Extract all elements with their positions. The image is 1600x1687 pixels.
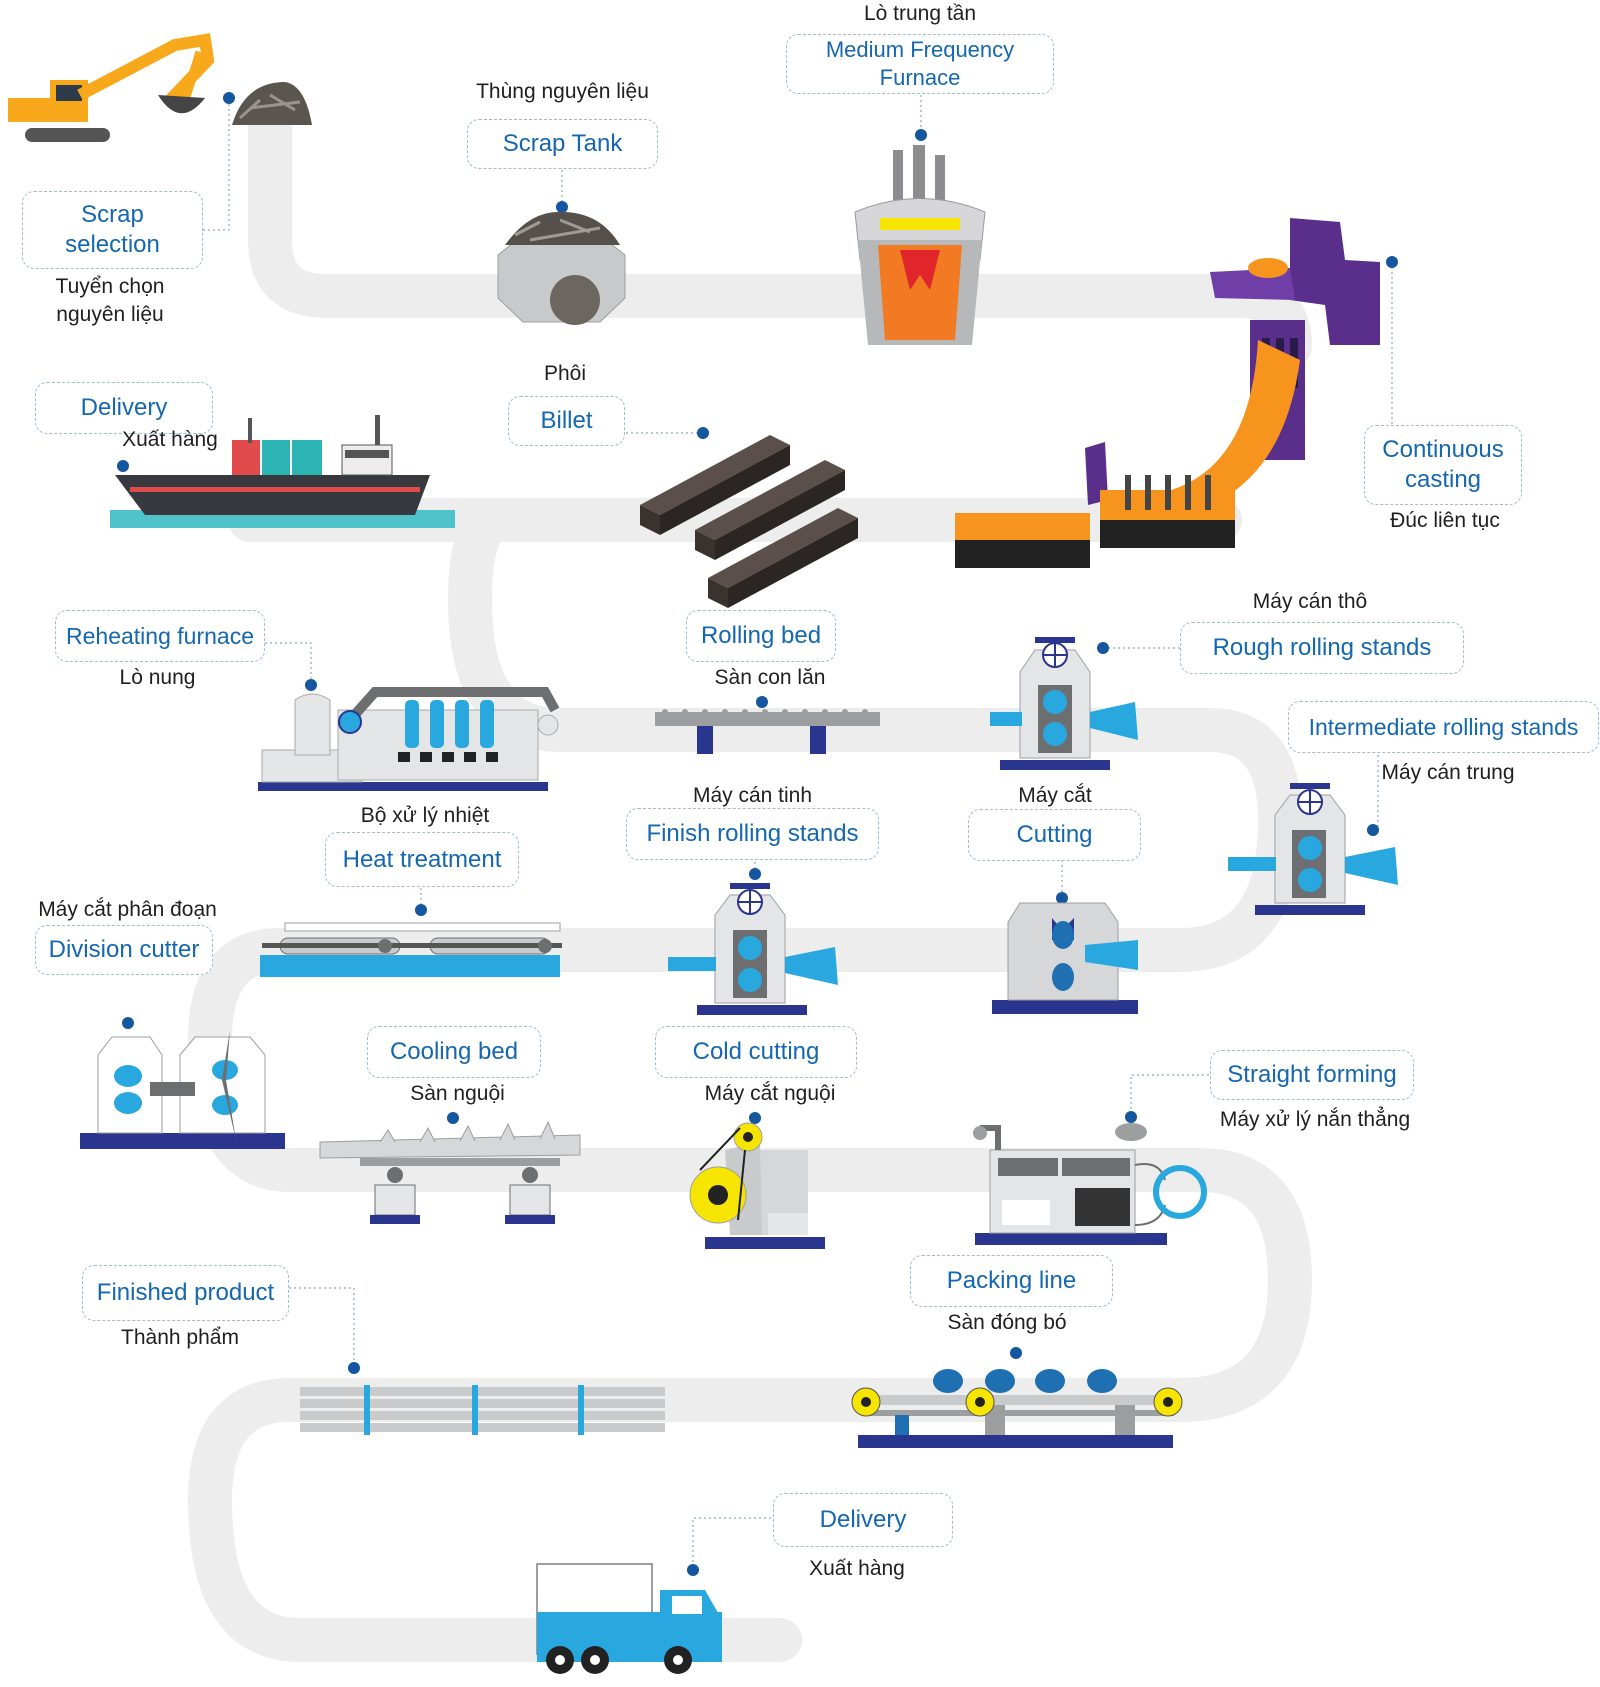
finished-bars-icon <box>300 1385 665 1435</box>
vn-cold-cutting: Máy cắt nguội <box>704 1082 836 1105</box>
label-packing-line: Packing line <box>910 1255 1113 1307</box>
rolling-stand-icon <box>668 883 838 1015</box>
label-cutting: Cutting <box>968 809 1141 861</box>
label-delivery-truck: Delivery <box>773 1493 953 1547</box>
label-reheating: Reheating furnace <box>55 610 265 662</box>
label-cooling-bed: Cooling bed <box>367 1026 541 1078</box>
vn-division-cutter: Máy cắt phân đoạn <box>38 898 217 921</box>
label-scrap-tank: Scrap Tank <box>467 119 658 169</box>
division-cutter-icon <box>80 1030 285 1149</box>
cooling-bed-icon <box>319 1120 581 1224</box>
label-intermediate-rolling: Intermediate rolling stands <box>1288 701 1599 753</box>
vn-delivery-truck: Xuất hàng <box>809 1557 905 1580</box>
vn-delivery-ship: Xuất hàng <box>122 428 218 451</box>
label-scrap-selection: Scrap selection <box>22 191 203 269</box>
rolling-stand-icon <box>990 637 1138 770</box>
label-rough-rolling: Rough rolling stands <box>1180 622 1464 674</box>
reheating-furnace-icon <box>258 687 560 791</box>
label-straight-forming: Straight forming <box>1210 1050 1414 1100</box>
cold-cutting-icon <box>689 1122 825 1249</box>
label-continuous-casting: Continuous casting <box>1364 425 1522 505</box>
straightener-icon <box>973 1123 1207 1245</box>
scrap-pile-icon <box>232 82 312 125</box>
scrap-tank-icon <box>497 211 626 325</box>
billet-icon <box>640 435 858 608</box>
heat-treatment-icon <box>260 922 562 977</box>
caster-icon <box>955 218 1380 568</box>
vn-reheating: Lò nung <box>119 666 196 689</box>
vn-rough-rolling: Máy cán thô <box>1252 590 1368 613</box>
label-heat-treatment: Heat treatment <box>325 832 519 887</box>
label-cold-cutting: Cold cutting <box>655 1026 857 1078</box>
vn-heat-treatment: Bộ xử lý nhiệt <box>360 804 490 827</box>
ship-icon <box>110 415 455 528</box>
vn-straight-forming: Máy xử lý nắn thẳng <box>1219 1108 1411 1131</box>
vn-finished-product: Thành phẩm <box>121 1326 239 1349</box>
rolling-bed-icon <box>655 709 880 754</box>
vn-packing-line: Sàn đóng bó <box>947 1311 1067 1334</box>
truck-icon <box>536 1563 722 1674</box>
packing-line-icon <box>851 1369 1183 1448</box>
vn-continuous-casting: Đúc liên tục <box>1390 509 1500 532</box>
label-rolling-bed: Rolling bed <box>686 610 836 662</box>
label-delivery-ship: Delivery <box>35 382 213 434</box>
vn-cooling-bed: Sàn nguội <box>410 1082 505 1105</box>
label-finished-product: Finished product <box>82 1265 289 1321</box>
rolling-stand-icon <box>1228 783 1398 915</box>
label-finish-rolling: Finish rolling stands <box>626 808 879 860</box>
label-billet: Billet <box>508 396 625 446</box>
cutter-icon <box>992 902 1138 1014</box>
vn-cutting: Máy cắt <box>1018 784 1092 807</box>
connector-dots <box>117 92 1398 1576</box>
vn-intermediate-rolling: Máy cán trung <box>1381 761 1515 784</box>
vn-finish-rolling: Máy cán tinh <box>692 784 813 807</box>
furnace-icon <box>854 145 986 345</box>
leader-lines <box>203 95 1393 1570</box>
excavator-icon <box>8 33 215 142</box>
vn-billet: Phôi <box>543 362 587 385</box>
vn-furnace: Lò trung tần <box>863 2 977 25</box>
label-furnace: Medium Frequency Furnace <box>786 34 1054 94</box>
vn-scrap-tank: Thùng nguyên liệu <box>476 80 649 103</box>
label-division-cutter: Division cutter <box>35 925 213 975</box>
vn-rolling-bed: Sàn con lăn <box>714 666 826 689</box>
vn-scrap-selection: Tuyển chọn nguyên liệu <box>55 275 165 326</box>
